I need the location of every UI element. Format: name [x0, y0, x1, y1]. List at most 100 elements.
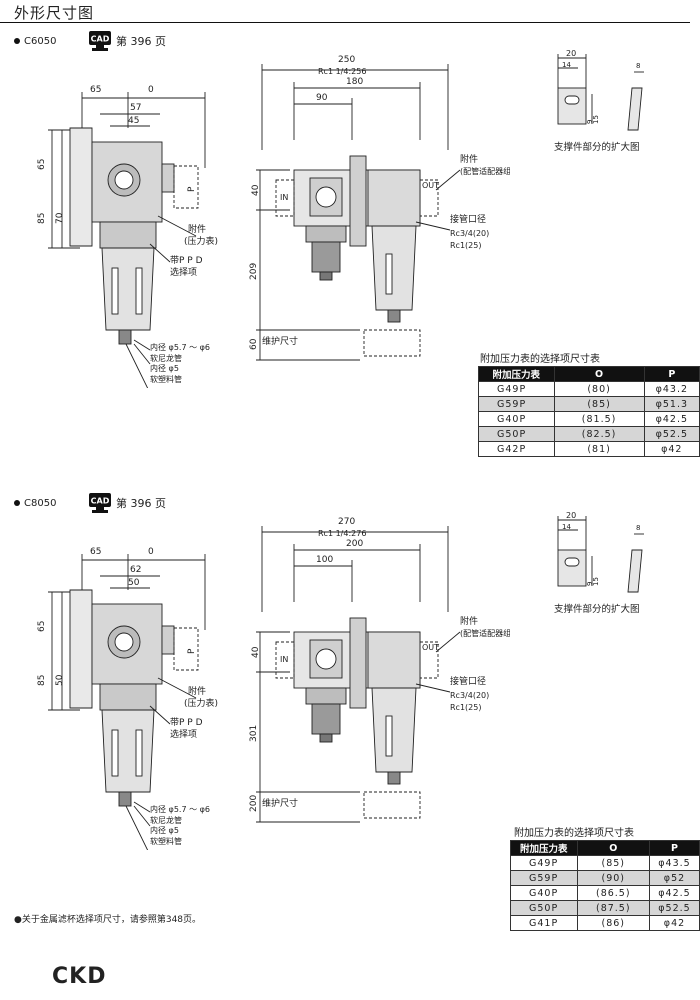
dim-rc: Rc1 1/4:256 [318, 67, 366, 76]
table-row: G40P(81.5)φ42.5 [478, 411, 700, 427]
side-view-drawing: 250 Rc1 1/4:256 180 90 40 209 60 IN OUT … [249, 55, 510, 361]
table-header: O [553, 366, 645, 382]
dim-45: 50 [128, 578, 140, 588]
label-port-b: Rc1(25) [450, 241, 481, 250]
dim-bracket-20: 20 [566, 511, 576, 520]
label-tube1-a: 内径 φ5.7 ～ φ6 [150, 804, 210, 814]
dim-209: 209 [249, 263, 259, 280]
label-port-a: Rc3/4(20) [450, 691, 489, 700]
table-caption-c8050: 附加压力表的选择项尺寸表 [514, 828, 634, 839]
dim-65-v: 65 [37, 159, 47, 170]
dim-60: 60 [249, 338, 259, 350]
dim-0: 0 [148, 547, 154, 557]
dim-60: 200 [249, 795, 259, 812]
table-header: 附加压力表 [478, 366, 555, 382]
table-header: 附加压力表 [510, 840, 578, 856]
svg-text:CAD: CAD [91, 497, 110, 506]
label-gauge: (压力表) [184, 235, 218, 247]
dim-180: 200 [346, 539, 363, 549]
dim-65-v: 65 [37, 621, 47, 632]
label-attach-a: 附件 [460, 153, 478, 165]
cad-page-ref[interactable]: 第 396 页 [116, 497, 166, 510]
label-tube1-a: 内径 φ5.7 ～ φ6 [150, 342, 210, 352]
table-row: G59P(90)φ52 [510, 870, 700, 886]
port-out: OUT [422, 181, 439, 190]
dim-bracket-20: 20 [566, 49, 576, 58]
label-tube1-b: 软尼龙管 [150, 815, 182, 825]
model-label: C6050 [14, 36, 56, 47]
dim-rc: Rc1 1/4:276 [318, 529, 366, 538]
dim-65-top: 65 [90, 547, 101, 557]
dim-0: 0 [148, 85, 154, 95]
label-ppd: 带P P D [170, 717, 203, 728]
dim-bracket-9: 9 [586, 120, 594, 124]
table-row: G50P(87.5)φ52.5 [510, 900, 700, 916]
dim-p: P [187, 186, 197, 192]
dim-70: 70 [55, 212, 65, 224]
dim-85: 85 [37, 675, 47, 686]
label-port: 接管口径 [450, 213, 486, 225]
bracket-caption: 支撑件部分的扩大图 [554, 141, 640, 153]
label-port-a: Rc3/4(20) [450, 229, 489, 238]
bullet-icon [14, 500, 20, 506]
dim-p: P [187, 648, 197, 654]
label-attach-b: (配管适配器组件) [460, 628, 510, 638]
label-port-b: Rc1(25) [450, 703, 481, 712]
dim-bracket-9: 9 [586, 582, 594, 586]
dim-bracket-14: 14 [562, 523, 571, 531]
label-attachment: 附件 [188, 685, 206, 697]
label-drain: 冷凝水排出口 [150, 849, 204, 850]
table-row: G49P(85)φ43.5 [510, 855, 700, 871]
port-in: IN [280, 655, 288, 664]
dim-bracket-14: 14 [562, 61, 571, 69]
label-attachment: 附件 [188, 223, 206, 235]
cad-page-ref[interactable]: 第 396 页 [116, 35, 166, 48]
table-row: G42P(81)φ42 [478, 441, 700, 457]
label-drain: 冷凝水排出口 [150, 387, 204, 388]
model-label: C8050 [14, 498, 56, 509]
label-option: 选择项 [170, 728, 197, 740]
label-gauge: (压力表) [184, 697, 218, 709]
side-view-drawing: 270 Rc1 1/4:276 200 100 40 301 200 IN OU… [249, 517, 510, 823]
table-row: G40P(86.5)φ42.5 [510, 885, 700, 901]
label-port: 接管口径 [450, 675, 486, 687]
label-maint: 维护尺寸 [262, 797, 298, 809]
label-option: 选择项 [170, 266, 197, 278]
dim-40: 40 [251, 184, 261, 196]
table-row: G50P(82.5)φ52.5 [478, 426, 700, 442]
dim-bracket-8: 8 [636, 62, 640, 70]
front-view-drawing: 65 0 62 50 65 85 50 P 附件 (压力表) 带P P D 选择… [37, 547, 218, 850]
dim-70: 50 [55, 674, 65, 686]
label-tube1-b: 软尼龙管 [150, 353, 182, 363]
dim-180: 180 [346, 77, 363, 87]
dim-bracket-15: 15 [592, 115, 600, 124]
table-header: O [576, 840, 650, 856]
table-header: P [643, 366, 700, 382]
dim-209: 301 [249, 725, 259, 742]
label-tube2-b: 软塑料管 [150, 374, 182, 384]
table-header: P [648, 840, 700, 856]
label-tube2-b: 软塑料管 [150, 836, 182, 846]
label-attach-b: (配管适配器组件) [460, 166, 510, 176]
dim-57: 57 [130, 103, 141, 113]
gauge-table-c6050: 附加压力表 O P G49P(80)φ43.2 G59P(85)φ51.3 G4… [478, 366, 700, 457]
front-view-drawing: 65 0 57 45 65 85 70 P 附件 (压力表) 带P P D 选择… [37, 85, 218, 388]
label-tube2-a: 内径 φ5 [150, 825, 179, 835]
bullet-icon [14, 38, 20, 44]
section-c6050: C6050 CAD 第 396 页 [0, 28, 700, 478]
title-divider [0, 22, 690, 23]
label-attach-a: 附件 [460, 615, 478, 627]
table-row: G49P(80)φ43.2 [478, 381, 700, 397]
table-row: G59P(85)φ51.3 [478, 396, 700, 412]
dim-width: 270 [338, 517, 355, 527]
dim-90: 90 [316, 93, 328, 103]
cad-icon[interactable]: CAD [88, 492, 112, 514]
bracket-detail-drawing: 20 14 8 9 15 支撑件部分的扩大图 [554, 49, 644, 153]
svg-text:CAD: CAD [91, 35, 110, 44]
cad-icon[interactable]: CAD [88, 30, 112, 52]
label-ppd: 带P P D [170, 255, 203, 266]
label-maint: 维护尺寸 [262, 335, 298, 347]
footnote: ●关于金属滤杯选择项尺寸，请参照第348页。 [14, 915, 202, 925]
brand-logo: CKD [52, 964, 107, 989]
gauge-table-c8050: 附加压力表 O P G49P(85)φ43.5 G59P(90)φ52 G40P… [510, 840, 700, 931]
